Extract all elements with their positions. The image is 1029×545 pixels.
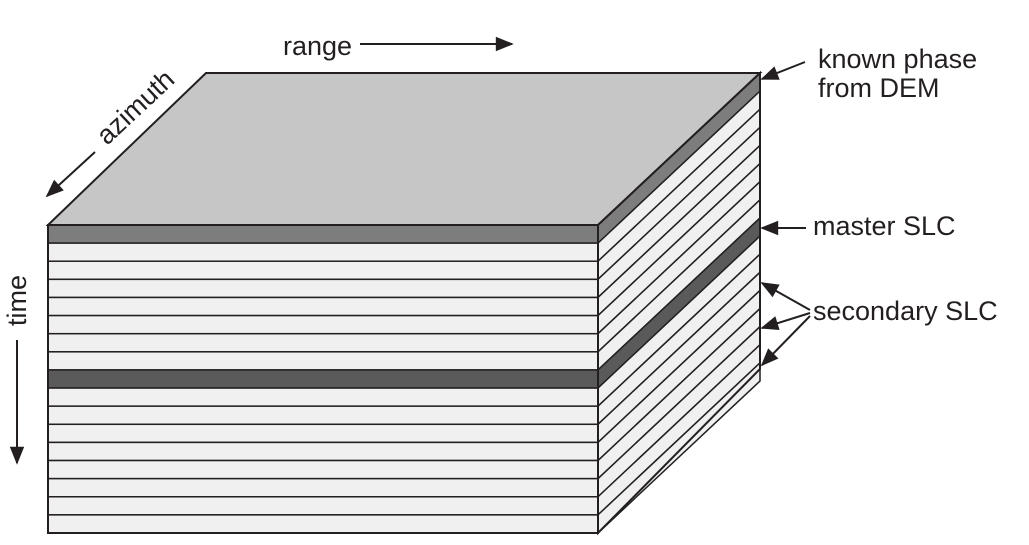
layer-front-master <box>47 369 599 389</box>
known-phase-pointer <box>760 61 806 80</box>
layer-front-secondary <box>47 242 599 262</box>
layer-front-dem <box>47 224 599 244</box>
time-label: time <box>2 275 32 326</box>
secondary-slc-pointer-1 <box>760 282 811 311</box>
layer-front-secondary <box>47 496 599 516</box>
layer-front-secondary <box>47 387 599 407</box>
layer-front-secondary <box>47 278 599 299</box>
secondary-slc-pointer-2 <box>760 312 811 331</box>
known-phase-label-line1: known phase <box>818 44 977 74</box>
layer-front-secondary <box>47 477 599 498</box>
cube-side-outline <box>597 70 761 536</box>
range-label: range <box>283 31 352 61</box>
layer-front-secondary <box>47 314 599 335</box>
layer-front-secondary <box>47 441 599 462</box>
layer-front-secondary <box>47 351 599 371</box>
layer-front-secondary <box>47 459 599 480</box>
secondary-slc-pointer-3 <box>760 315 811 367</box>
slc-layer-stack <box>47 71 761 535</box>
layer-front-secondary <box>47 332 599 353</box>
layer-front-secondary <box>47 296 599 317</box>
layer-front-secondary <box>47 423 599 444</box>
layer-front-secondary <box>47 514 599 534</box>
master-slc-label: master SLC <box>813 211 956 241</box>
layer-front-secondary <box>47 405 599 426</box>
secondary-slc-label: secondary SLC <box>813 296 998 326</box>
known-phase-label-line2: from DEM <box>818 73 940 103</box>
layer-front-secondary <box>47 260 599 281</box>
azimuth-arrow <box>45 151 96 198</box>
